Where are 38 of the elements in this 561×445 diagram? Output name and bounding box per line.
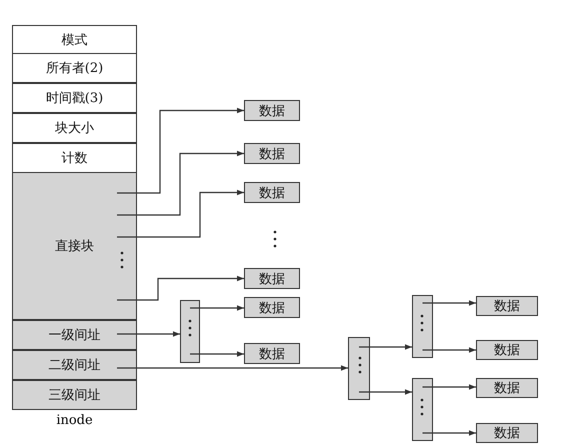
index-block (412, 295, 433, 358)
table-caption: inode (55, 413, 94, 428)
arrow (422, 384, 476, 390)
arrow (117, 331, 180, 337)
table-row: 模式 (12, 25, 137, 54)
table-row: 时间戳(3) (12, 83, 137, 113)
arrow (117, 150, 244, 216)
data-block: 数据 (476, 296, 538, 316)
index-block (348, 337, 370, 400)
data-block: 数据 (476, 423, 538, 443)
table-row: 块大小 (12, 113, 137, 143)
table-row: 三级间址 (12, 380, 137, 410)
arrow (422, 300, 476, 306)
index-block (180, 300, 200, 363)
arrow (190, 305, 244, 311)
table-row: 直接块 (12, 172, 137, 320)
data-block: 数据 (244, 297, 300, 318)
data-block: 数据 (244, 268, 300, 289)
arrow (359, 389, 412, 395)
table-row: 计数 (12, 143, 137, 173)
arrow (117, 276, 244, 301)
data-block: 数据 (244, 343, 300, 364)
arrow (190, 351, 244, 357)
arrow (117, 365, 348, 371)
arrow (117, 108, 244, 194)
table-row: 所有者(2) (12, 53, 137, 83)
data-block: 数据 (244, 100, 300, 121)
data-block: 数据 (476, 340, 538, 360)
arrow (422, 347, 476, 353)
arrow (117, 190, 244, 238)
data-block: 数据 (476, 378, 538, 398)
data-block: 数据 (244, 182, 300, 203)
data-block: 数据 (244, 143, 300, 164)
table-row: 二级间址 (12, 350, 137, 380)
arrow (422, 430, 476, 436)
index-block (412, 378, 433, 441)
table-row: 一级间址 (12, 320, 137, 350)
arrow (359, 344, 412, 350)
